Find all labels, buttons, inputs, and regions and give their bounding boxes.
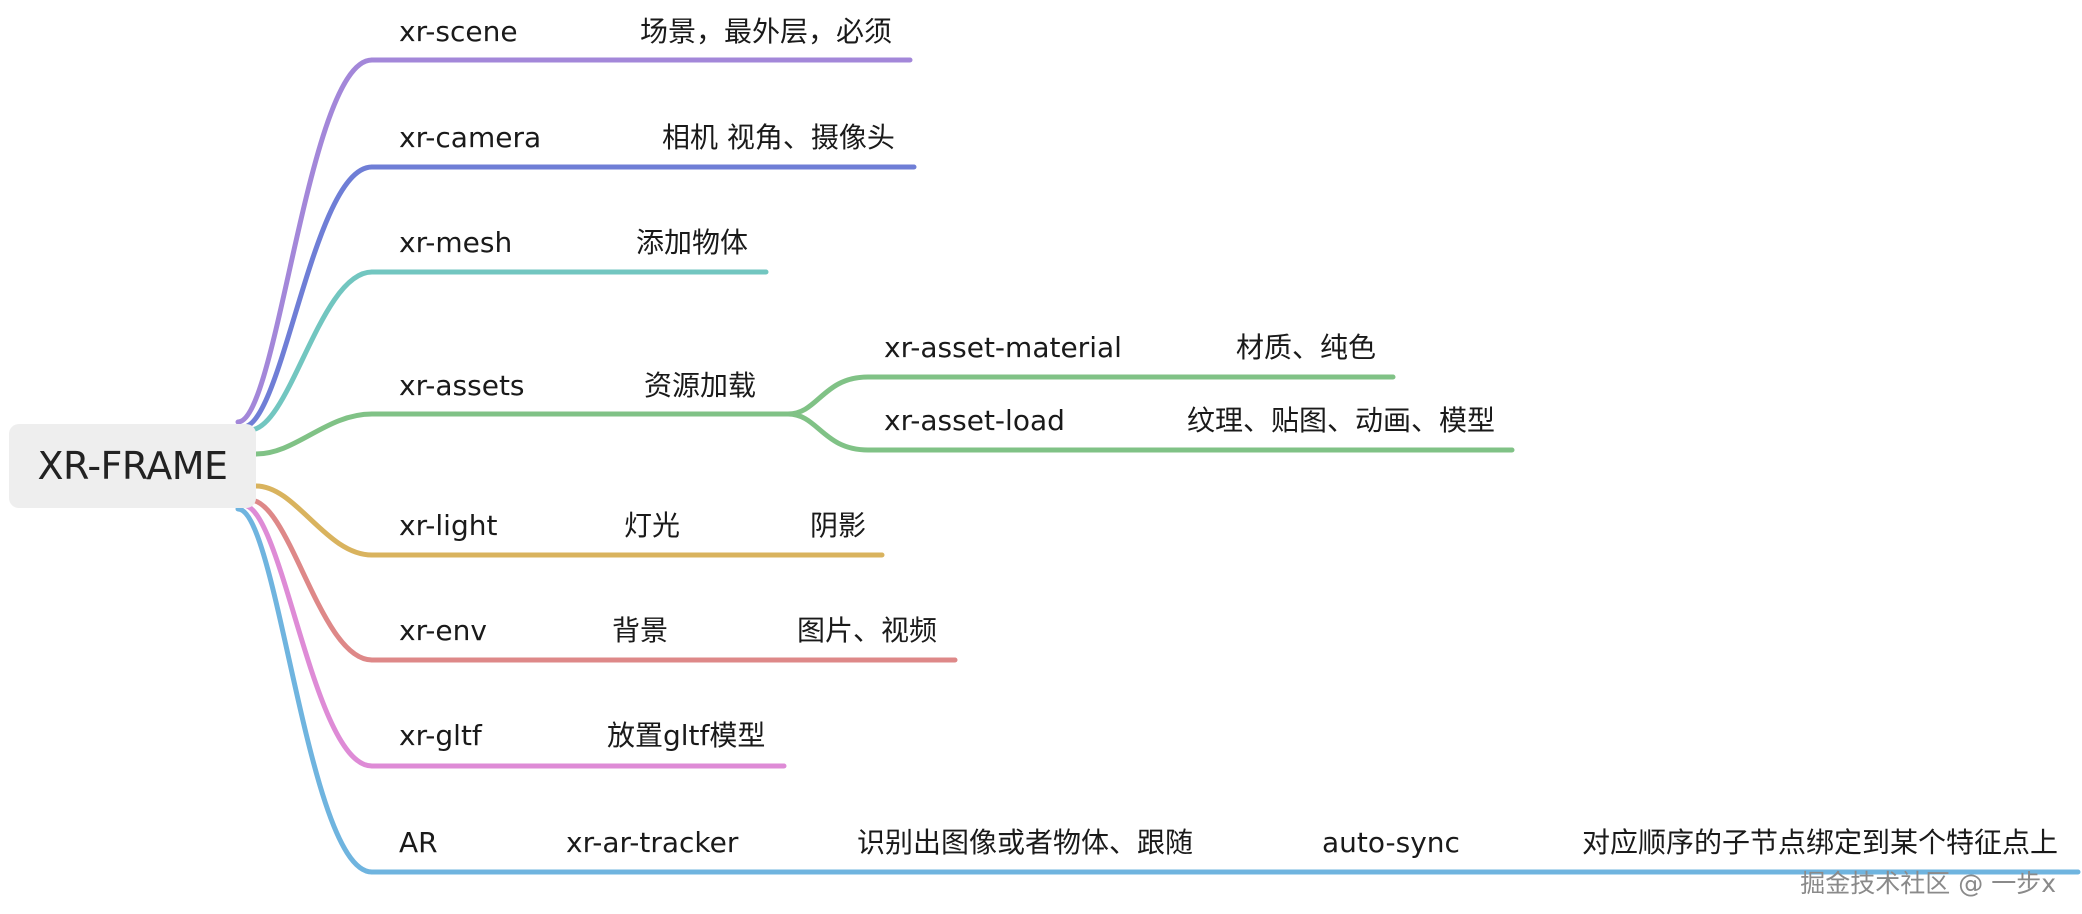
connector-gltf <box>240 502 375 769</box>
node-xr-assets[interactable]: xr-assets <box>399 369 525 402</box>
node-camera-desc[interactable]: 相机 视角、摄像头 <box>662 121 895 154</box>
connector-scene <box>235 57 375 425</box>
connectors <box>235 57 1515 875</box>
node-xr-scene[interactable]: xr-scene <box>399 15 518 48</box>
node-auto-sync[interactable]: auto-sync <box>1322 826 1460 859</box>
connector-mesh <box>247 269 375 433</box>
node-ar[interactable]: AR <box>399 826 438 859</box>
node-shadow[interactable]: 阴影 <box>810 509 867 542</box>
root-node[interactable] <box>9 424 256 508</box>
underlines <box>369 57 2081 875</box>
node-xr-gltf[interactable]: xr-gltf <box>399 719 482 752</box>
node-xr-mesh[interactable]: xr-mesh <box>399 226 513 259</box>
node-env-desc[interactable]: 背景 <box>612 614 669 647</box>
node-auto-sync-desc[interactable]: 对应顺序的子节点绑定到某个特征点上 <box>1582 826 2059 859</box>
connector-ar <box>235 506 375 875</box>
connector-material <box>785 374 1396 417</box>
node-tracker-desc[interactable]: 识别出图像或者物体、跟随 <box>857 826 1194 859</box>
node-xr-asset-load[interactable]: xr-asset-load <box>884 404 1065 437</box>
node-xr-ar-tracker[interactable]: xr-ar-tracker <box>566 826 739 859</box>
node-load-desc[interactable]: 纹理、贴图、动画、模型 <box>1187 404 1496 437</box>
connector-light <box>253 483 375 558</box>
node-gltf-desc[interactable]: 放置gltf模型 <box>607 719 766 752</box>
node-xr-asset-material[interactable]: xr-asset-material <box>884 331 1122 364</box>
connector-camera <box>240 164 375 430</box>
root-label: XR-FRAME <box>37 444 228 488</box>
node-image-video[interactable]: 图片、视频 <box>797 614 938 647</box>
node-material-desc[interactable]: 材质、纯色 <box>1236 331 1377 364</box>
connector-load <box>785 411 1515 453</box>
node-mesh-desc[interactable]: 添加物体 <box>636 226 749 259</box>
node-light-desc[interactable]: 灯光 <box>624 509 681 542</box>
node-assets-desc[interactable]: 资源加载 <box>644 369 757 402</box>
node-scene-desc[interactable]: 场景，最外层，必须 <box>640 15 893 48</box>
node-xr-camera[interactable]: xr-camera <box>399 121 542 154</box>
node-xr-light[interactable]: xr-light <box>399 509 498 542</box>
watermark: 掘金技术社区 @ 一步x <box>1800 869 2056 898</box>
connector-env <box>247 497 375 663</box>
connector-assets <box>253 411 375 457</box>
node-xr-env[interactable]: xr-env <box>399 614 487 647</box>
